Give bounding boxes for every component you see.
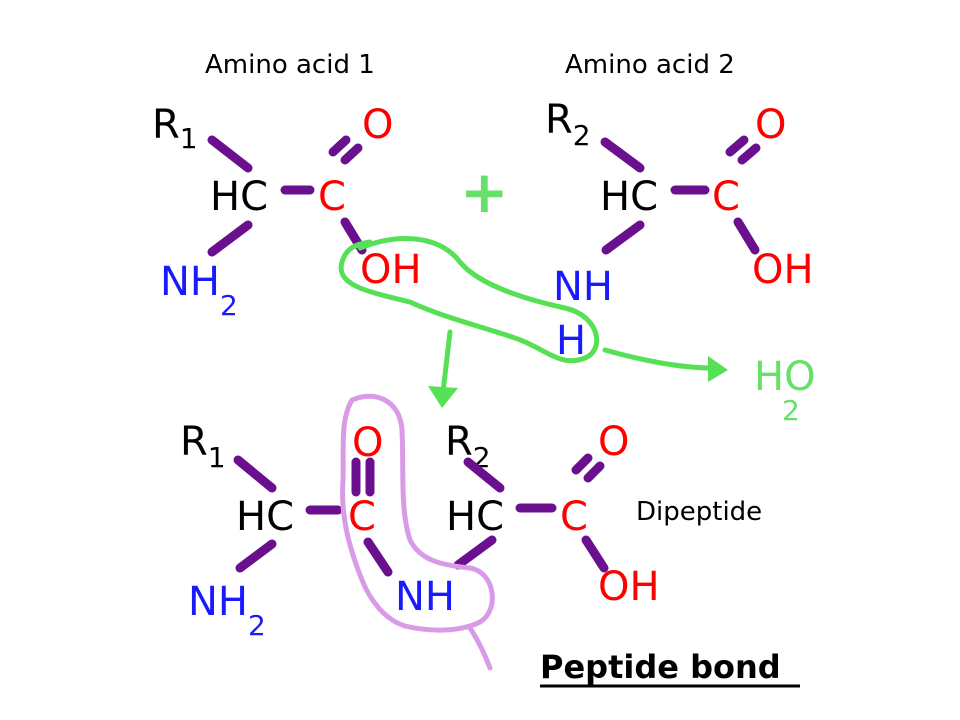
arrow-down-line: [440, 329, 453, 395]
dipeptide-nh: NH: [395, 574, 455, 620]
dipeptide-carboxyl-carbon: C: [560, 494, 588, 540]
peptide-bond-highlight: [340, 393, 495, 671]
bond-r2-hc: [600, 137, 645, 173]
double-bond-2b: [725, 135, 749, 157]
double-bond-a: [340, 143, 363, 165]
amino-acid-2-label: Amino acid 2: [565, 50, 735, 80]
arrow-down-icon: [428, 386, 458, 408]
dipeptide-r1: R1: [180, 419, 226, 474]
arrow-water-line: [602, 347, 715, 371]
alpha-carbon: HC: [210, 174, 268, 220]
peptide-bond-label: Peptide bond: [540, 648, 781, 686]
dipeptide-r2: R2: [445, 419, 491, 474]
double-bond-2a: [737, 143, 761, 165]
amine-group-2: NH: [553, 264, 613, 310]
water-molecule: HO: [754, 354, 816, 400]
carboxyl-carbon: C: [318, 174, 346, 220]
dipeptide: R1 HC C O NH NH2 R2 HC C O OH: [180, 419, 660, 642]
dipeptide-hc2: HC: [446, 494, 504, 540]
dp-bond-c-n: [363, 537, 393, 577]
dipeptide-carbonyl-carbon: C: [348, 494, 376, 540]
dipeptide-amino-group: NH2: [188, 579, 266, 642]
water-removal-loop: [338, 236, 600, 364]
dp-bond-n-hc2: [453, 535, 497, 570]
carbonyl-oxygen-2: O: [755, 102, 786, 148]
bond-hc-nh2: [207, 220, 253, 257]
arrow-right-icon: [708, 356, 728, 382]
dipeptide-hc1: HC: [236, 494, 294, 540]
dp-bond-r1-hc: [233, 455, 277, 493]
r1-group: R1: [152, 102, 198, 155]
condensation-highlight: HO 2: [338, 236, 816, 427]
dp-bond-c-oh: [581, 535, 609, 573]
dipeptide-label: Dipeptide: [636, 497, 762, 527]
dp-bond-hc-nh2: [235, 539, 277, 573]
carboxyl-carbon-2: C: [712, 174, 740, 220]
carbonyl-oxygen: O: [362, 102, 393, 148]
bond-c-oh-2: [733, 217, 760, 255]
bond-r1-hc: [207, 135, 253, 173]
dp-double-bond-2b: [571, 453, 593, 475]
plus-sign: +: [460, 158, 509, 226]
hydroxyl-group-2: OH: [752, 247, 814, 293]
amino-acid-1-label: Amino acid 1: [205, 50, 375, 80]
hydroxyl-group: OH: [360, 247, 422, 293]
amino-group: NH2: [160, 259, 238, 322]
dp-double-bond-2a: [583, 461, 605, 483]
dipeptide-hydroxyl: OH: [598, 564, 660, 610]
bond-hc-nh: [601, 220, 645, 255]
double-bond-b: [328, 135, 351, 157]
dp-bond-r2-hc: [463, 457, 505, 493]
amine-hydrogen: H: [556, 318, 586, 364]
dipeptide-carbonyl-oxygen: O: [352, 420, 383, 466]
dipeptide-carboxyl-oxygen: O: [598, 419, 629, 465]
amino-acid-2: R2 HC C O OH NH H: [545, 97, 814, 364]
water-subscript: 2: [782, 394, 800, 427]
r2-group: R2: [545, 97, 591, 152]
alpha-carbon-2: HC: [600, 174, 658, 220]
amino-acid-1: R1 HC C O OH NH2: [152, 102, 422, 322]
